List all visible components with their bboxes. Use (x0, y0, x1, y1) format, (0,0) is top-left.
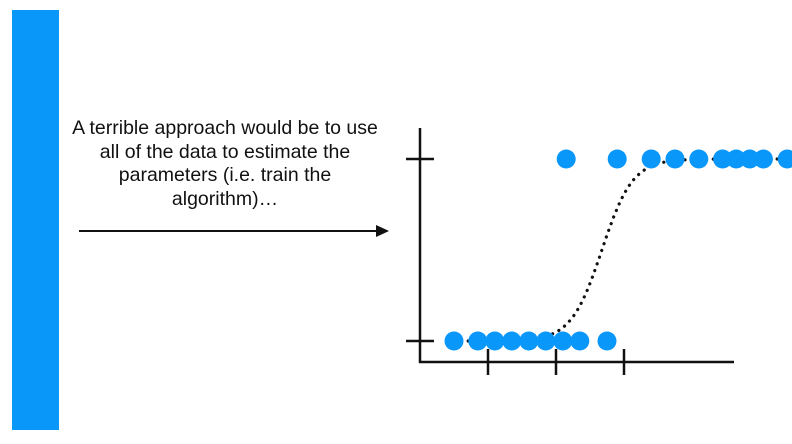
data-point (726, 149, 746, 169)
data-point (607, 149, 627, 169)
data-point (740, 149, 760, 169)
data-point (713, 149, 733, 169)
data-point (502, 331, 522, 351)
data-point (468, 331, 488, 351)
data-point (777, 149, 792, 169)
data-point (570, 331, 590, 351)
data-point (519, 331, 539, 351)
slide-caption: A terrible approach would be to use all … (72, 117, 378, 210)
data-point (536, 331, 556, 351)
data-point (641, 149, 661, 169)
data-point (553, 331, 573, 351)
data-point (556, 149, 576, 169)
data-point (485, 331, 505, 351)
data-point (753, 149, 773, 169)
data-point (597, 331, 617, 351)
data-point (689, 149, 709, 169)
data-point (444, 331, 464, 351)
accent-side-bar (12, 10, 59, 430)
logistic-fit-curve (452, 157, 792, 343)
data-point (665, 149, 685, 169)
